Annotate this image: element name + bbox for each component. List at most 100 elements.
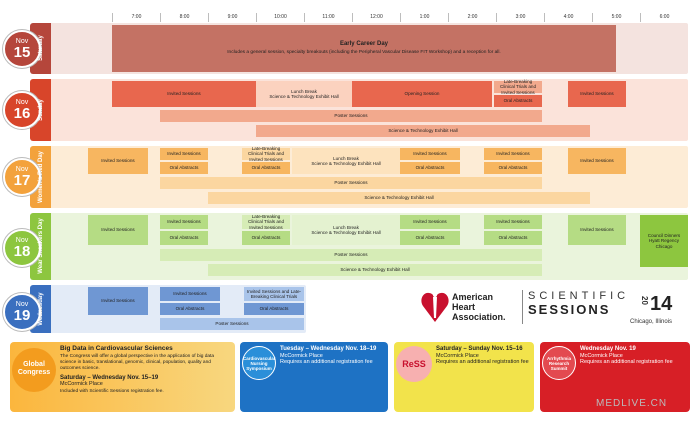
badge-month: Nov <box>15 166 29 173</box>
invited-sessions-block[interactable]: Invited Sessions <box>568 81 626 107</box>
aha-logo: American Heart Association. <box>420 288 520 328</box>
early-career-day-block[interactable]: Early Career Day Includes a general sess… <box>112 25 616 72</box>
late-breaking-block[interactable]: Late-Breaking Clinical Trials and Invite… <box>242 146 290 162</box>
scientific-sessions-logo: SCIENTIFIC SESSIONS 20 14 Chicago, Illin… <box>528 290 688 330</box>
invited-sessions-block[interactable]: Invited Sessions <box>88 148 148 174</box>
late-breaking-block[interactable]: Invited Sessions and Late-Breaking Clini… <box>244 287 304 301</box>
lunch-break-block[interactable]: Lunch Break Science & Technology Exhibit… <box>292 148 400 174</box>
time-label: 10:00 <box>256 13 304 22</box>
invited-sessions-block[interactable]: Invited Sessions <box>568 215 626 245</box>
ress-note: Requires an additional registration fee <box>436 359 529 365</box>
brand-divider <box>522 290 523 324</box>
invited-sessions-block[interactable]: Invited Sessions <box>484 148 542 160</box>
badge-month: Nov <box>15 38 29 45</box>
time-label: 8:00 <box>160 13 208 22</box>
global-congress-label: Global Congress <box>17 361 51 376</box>
ress-badge-label: ReSS <box>402 359 426 369</box>
day-badge-nov16: Nov 16 <box>3 91 41 129</box>
poster-sessions-block[interactable]: Poster Sessions <box>160 110 542 122</box>
time-label: 9:00 <box>208 13 256 22</box>
arrhythmia-when: Wednesday Nov. 19 <box>580 346 636 352</box>
invited-sessions-block[interactable]: Invited Sessions <box>484 215 542 229</box>
expo-hall-block[interactable]: Science & Technology Exhibit Hall <box>256 125 590 137</box>
late-breaking-block[interactable]: Late-Breaking Clinical Trials and Invite… <box>242 214 290 230</box>
council-location: Hyatt Regency Chicago <box>648 238 680 249</box>
arrhythmia-note: Requires an additional registration fee <box>580 359 673 365</box>
global-congress-badge: Global Congress <box>12 348 56 392</box>
lunch-label: Lunch Break <box>333 155 359 161</box>
day-name: Sunday <box>38 99 44 121</box>
global-congress-box[interactable]: Global Congress Big Data in Cardiovascul… <box>10 342 235 412</box>
invited-sessions-block[interactable]: Invited Sessions <box>88 287 148 315</box>
day-badge-nov17: Nov 17 <box>3 158 41 196</box>
invited-sessions-block[interactable]: Invited Sessions <box>160 287 220 301</box>
invited-sessions-block[interactable]: Invited Sessions <box>160 148 208 160</box>
oral-abstracts-block[interactable]: Oral Abstracts <box>244 303 304 315</box>
opening-session-block[interactable]: Opening Session <box>352 81 492 107</box>
invited-sessions-block[interactable]: Invited Sessions <box>112 81 256 107</box>
expo-hall-block[interactable]: Science & Technology Exhibit Hall <box>208 192 590 204</box>
nursing-badge-label: Cardiovascular Nursing Symposium <box>243 356 276 371</box>
badge-date: 17 <box>13 172 31 189</box>
time-header: 7:00 8:00 9:00 10:00 11:00 12:00 1:00 2:… <box>112 13 688 22</box>
poster-sessions-block[interactable]: Poster Sessions <box>160 318 304 330</box>
oral-abstracts-block[interactable]: Oral Abstracts <box>242 162 290 174</box>
lunch-expo-label: Science & Technology Exhibit Hall <box>311 230 381 235</box>
time-label: 12:00 <box>352 13 400 22</box>
year-suffix: 14 <box>650 293 673 315</box>
invited-sessions-block[interactable]: Invited Sessions <box>88 215 148 245</box>
badge-date: 19 <box>13 307 31 324</box>
invited-sessions-block[interactable]: Invited Sessions <box>160 215 208 229</box>
watermark: MEDLIVE.CN <box>596 398 668 409</box>
oral-abstracts-block[interactable]: Oral Abstracts <box>160 231 208 245</box>
lunch-break-block[interactable]: Lunch Break Science & Technology Exhibit… <box>292 215 400 245</box>
invited-sessions-block[interactable]: Invited Sessions <box>400 148 460 160</box>
day-row-nov18: Invited Sessions Invited Sessions Oral A… <box>30 213 688 280</box>
big-data-desc: The Congress will offer a global perspec… <box>60 353 215 371</box>
oral-abstracts-block[interactable]: Oral Abstracts <box>484 162 542 174</box>
time-label: 4:00 <box>544 13 592 22</box>
early-career-desc: Includes a general session, specialty br… <box>227 50 501 55</box>
day-name: Women's Red Day <box>38 151 44 203</box>
arrhythmia-badge: Arrhythmia Research Summit <box>542 346 576 380</box>
day-badge-nov19: Nov 19 <box>3 293 41 331</box>
aha-name-line3: Association. <box>452 312 506 322</box>
badge-month: Nov <box>15 301 29 308</box>
arrhythmia-summit-box[interactable]: Arrhythmia Research Summit Wednesday Nov… <box>540 342 690 412</box>
invited-sessions-block[interactable]: Invited Sessions <box>568 148 626 174</box>
oral-abstracts-block[interactable]: Oral Abstracts <box>400 231 460 245</box>
day-row-nov15: Early Career Day Includes a general sess… <box>30 23 688 74</box>
lunch-expo-label: Science & Technology Exhibit Hall <box>269 94 339 99</box>
time-label: 2:00 <box>448 13 496 22</box>
nursing-where: McCormick Place <box>280 352 323 359</box>
big-data-note: Included with Scientific Sessions regist… <box>60 388 164 394</box>
oral-abstracts-block[interactable]: Oral Abstracts <box>242 231 290 245</box>
poster-sessions-block[interactable]: Poster Sessions <box>160 249 542 261</box>
day-name: Saturday <box>38 35 44 61</box>
badge-date: 16 <box>13 105 31 122</box>
lunch-label: Lunch Break <box>333 224 359 230</box>
sessions-label: SESSIONS <box>528 302 611 317</box>
oral-abstracts-block[interactable]: Oral Abstracts <box>160 162 208 174</box>
oral-abstracts-block[interactable]: Oral Abstracts <box>484 231 542 245</box>
day-badge-nov18: Nov 18 <box>3 229 41 267</box>
heart-torch-icon <box>421 292 449 322</box>
lunch-label: Lunch Break <box>291 88 317 94</box>
lunch-expo-label: Science & Technology Exhibit Hall <box>311 161 381 166</box>
invited-sessions-block[interactable]: Invited Sessions <box>400 215 460 229</box>
badge-date: 18 <box>13 243 31 260</box>
expo-hall-block[interactable]: Science & Technology Exhibit Hall <box>208 264 542 276</box>
nursing-symposium-box[interactable]: Cardiovascular Nursing Symposium Tuesday… <box>240 342 388 412</box>
late-breaking-block[interactable]: Late-Breaking Clinical Trials and Invite… <box>494 79 542 95</box>
oral-abstracts-block[interactable]: Oral Abstracts <box>494 95 542 107</box>
nursing-when: Tuesday – Wednesday Nov. 18–19 <box>280 346 377 352</box>
council-label: Council Dinners <box>647 232 681 238</box>
council-dinners-block[interactable]: Council Dinners Hyatt Regency Chicago <box>640 215 688 267</box>
poster-sessions-block[interactable]: Poster Sessions <box>160 177 542 189</box>
ress-where: McCormick Place <box>436 352 479 359</box>
lunch-break-block[interactable]: Lunch Break Science & Technology Exhibit… <box>256 81 352 107</box>
oral-abstracts-block[interactable]: Oral Abstracts <box>400 162 460 174</box>
ress-box[interactable]: ReSS Saturday – Sunday Nov. 15–16 McCorm… <box>394 342 534 412</box>
oral-abstracts-block[interactable]: Oral Abstracts <box>160 303 220 315</box>
time-label: 11:00 <box>304 13 352 22</box>
